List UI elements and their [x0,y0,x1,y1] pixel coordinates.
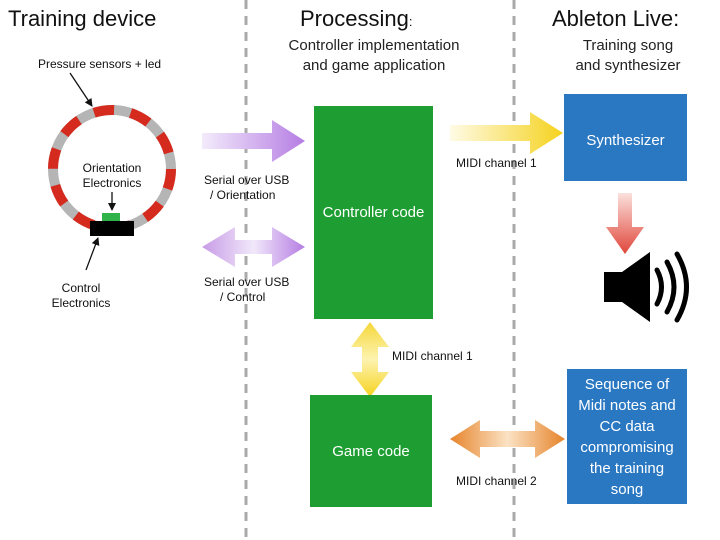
orientation-label-line2: Electronics [82,176,142,190]
sequence-block: Sequence of Midi notes and CC data compr… [567,369,687,504]
processing-title-suffix: : [408,14,413,29]
synth-speaker-arrow [606,193,644,254]
pressure-sensors-label: Pressure sensors + led [38,57,162,71]
serial-orientation-line1: Serial over USB [204,173,290,187]
serial-control-label: Serial over USB / Control [204,275,289,305]
orientation-electronics-chip [102,213,120,221]
sequence-line-6: song [610,480,644,498]
orientation-electronics-label: Orientation Electronics [66,161,158,191]
serial-control-line2: / Control [220,290,266,304]
serial-orientation-arrow [202,120,305,162]
processing-column-title: Processing: [300,6,412,32]
control-label-line1: Control [61,281,101,295]
serial-orientation-label: Serial over USB / Orientation [204,173,289,203]
ableton-column-title: Ableton Live: [552,6,680,31]
controller-code-label: Controller code [322,204,425,221]
controller-code-block: Controller code [314,106,433,319]
midi1-synth-label: MIDI channel 1 [456,156,537,170]
processing-title-text: Processing [300,6,409,31]
control-label-line2: Electronics [51,296,111,310]
midi1-game-arrow [351,322,389,397]
serial-orientation-line2: / Orientation [210,188,276,202]
control-electronics-board [90,221,134,236]
device-column-title: Training device [8,6,157,31]
serial-control-line1: Serial over USB [204,275,290,289]
sequence-line-5: the training [589,459,665,477]
processing-column-subtitle: Controller implementation and game appli… [256,36,492,76]
ableton-subtitle-line1: Training song [582,37,674,54]
processing-subtitle-line2: and game application [302,57,446,74]
sequence-line-4: compromising [580,438,674,456]
midi1-synth-arrow [450,112,563,154]
synthesizer-block: Synthesizer [564,94,687,181]
sequence-line-1: Sequence of [584,375,670,393]
control-callout-line [85,237,100,271]
ableton-column-subtitle: Training song and synthesizer [540,36,716,76]
midi2-arrow [450,420,565,458]
sequence-line-2: Midi notes and [578,396,676,414]
midi1-game-label: MIDI channel 1 [392,349,473,363]
serial-control-arrow [202,227,305,267]
game-code-label: Game code [332,442,410,460]
pressure-callout-line [69,72,93,107]
orientation-label-line1: Orientation [82,161,142,175]
game-code-block: Game code [310,395,432,507]
speaker-icon [604,251,689,323]
midi2-label: MIDI channel 2 [456,474,537,488]
sequence-line-3: CC data [599,417,655,435]
ableton-subtitle-line2: and synthesizer [575,57,681,74]
processing-subtitle-line1: Controller implementation [288,37,460,54]
synthesizer-label: Synthesizer [586,132,665,149]
control-electronics-label: Control Electronics [36,281,126,311]
